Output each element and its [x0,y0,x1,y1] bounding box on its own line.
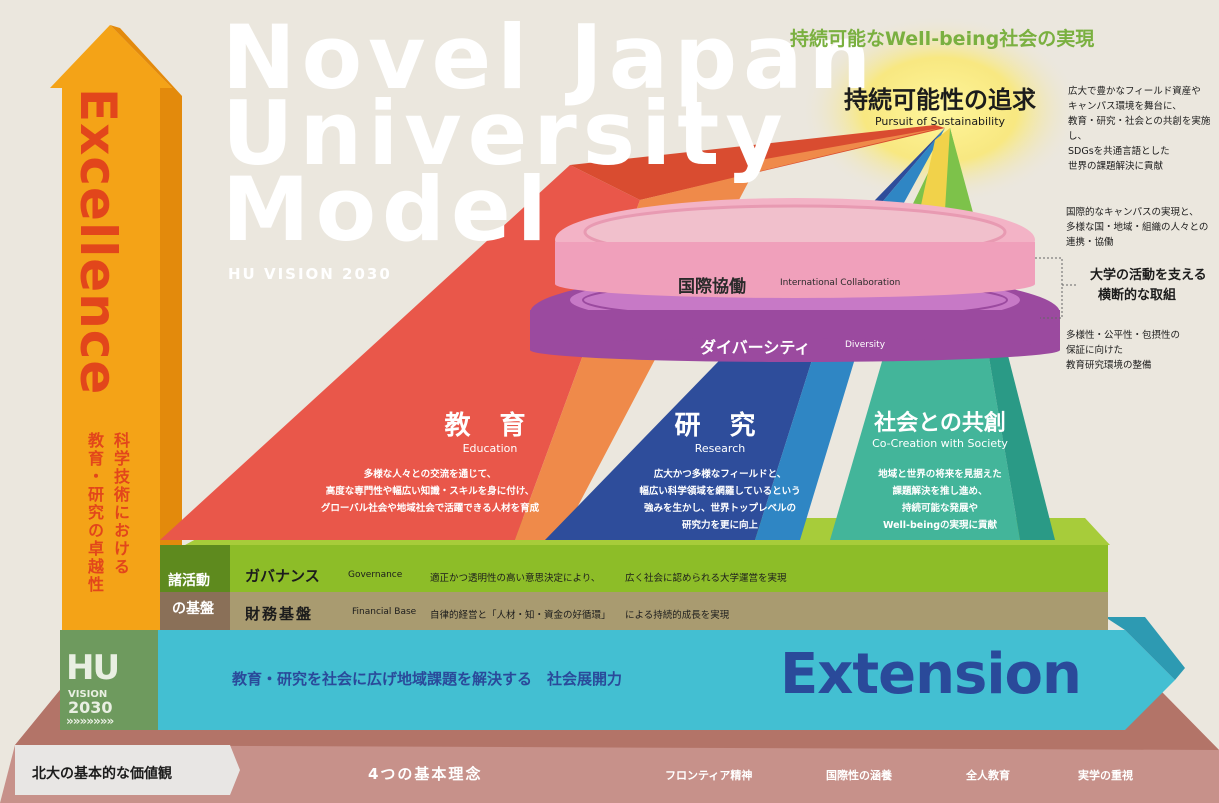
note-line: SDGsを共通言語とした [1068,146,1170,157]
intl-ring-label: 国際協働 [678,277,746,297]
finance-title: 財務基盤 [245,605,314,623]
sustainability-title: 持続可能性の追求 [844,86,1036,114]
note-line: 多様性・公平性・包摂性の [1066,330,1181,341]
logo-arrows: »»»»»»» [66,714,114,728]
cross-title-line: 大学の活動を支える [1090,268,1207,283]
research-pillar: 研 究 Research [620,405,820,455]
intl-ring-label-en: International Collaboration [780,278,901,288]
principles-label: 4つの基本理念 [368,765,483,783]
finance-band [160,592,1108,630]
governance-band [160,545,1108,592]
title-line-1: Novel Japan [222,6,878,109]
desc-line: 強みを生かし、世界トップレベルの [643,503,796,514]
diversity-note: 多様性・公平性・包摂性の 保証に向けた 教育研究環境の整備 [1066,328,1216,373]
hu-logo-block [60,630,158,730]
finance-label-bg [160,592,230,630]
intl-note: 国際的なキャンパスの実現と、 多様な国・地域・組織の人々との 連携・協働 [1066,205,1216,250]
title-line-3: Model [222,158,553,261]
finance-subtitle: Financial Base [352,607,417,617]
governance-title: ガバナンス [245,567,320,585]
finance-desc-2: による持続的成長を実現 [625,610,730,621]
foundation-label-bg [160,545,230,592]
desc-line: 地域と世界の将来を見据えた [878,469,1002,480]
excellence-arrow [50,25,172,630]
desc-line: 高度な専門性や幅広い知識・スキルを身に付け、 [325,486,535,497]
foundation-label-2: の基盤 [172,601,214,617]
subtitle: HU VISION 2030 [228,265,392,283]
note-line: 保証に向けた [1066,345,1124,356]
note-line: 国際的なキャンパスの実現と、 [1066,207,1199,218]
education-pillar: 教 育 Education [380,405,600,455]
cross-cutting-title: 大学の活動を支える 横断的な取組 [1090,266,1207,306]
diversity-ring-label-en: Diversity [845,340,886,350]
note-line: 広大で豊かなフィールド資産や [1068,86,1201,97]
top-right-goal: 持続可能なWell-being社会の実現 [790,28,1095,50]
governance-subtitle: Governance [348,570,403,580]
finance-desc-1: 自律的経営と「人材・知・資金の好循環」 [430,610,611,621]
desc-line: 研究力を更に向上 [681,520,758,531]
research-desc: 広大かつ多様なフィールドと、 幅広い科学領域を網羅しているという 強みを生かし、… [610,466,830,534]
desc-line: 持続可能な発展や [901,503,978,514]
logo-vision-wrap: VISION 2030 [68,688,113,717]
foundation-label-1: 諸活動 [168,573,210,589]
desc-line: 幅広い科学領域を網羅しているという [639,486,801,497]
ring-connector [1035,257,1063,319]
sustainability-note: 広大で豊かなフィールド資産や キャンパス環境を舞台に、 教育・研究・社会との共創… [1068,84,1218,174]
values-tab [15,745,240,795]
main-title: Novel Japan University Model [222,6,878,261]
note-line: 教育・研究・社会との共創を実施し、 [1068,116,1211,142]
education-beam-upper [570,125,945,200]
diversity-ring-label: ダイバーシティ [700,338,811,357]
extension-bar [158,630,1175,730]
note-line: キャンパス環境を舞台に、 [1068,101,1182,112]
desc-line: 多様な人々との交流を通じて、 [363,469,497,480]
desc-line: グローバル社会や地域社会で活躍できる人材を育成 [320,503,540,514]
cocreation-subtitle: Co-Creation with Society [872,437,1008,450]
excellence-label-wrap: Excellence [68,88,128,428]
principle-frontier: フロンティア精神 [665,769,753,782]
education-desc: 多様な人々との交流を通じて、 高度な専門性や幅広い知識・スキルを身に付け、 グロ… [270,466,590,517]
principle-international: 国際性の涵養 [826,769,892,782]
title-line-2: University [222,82,789,185]
research-subtitle: Research [694,442,746,455]
logo-year: 2030 [68,698,113,717]
excellence-label: Excellence [69,88,127,396]
cross-title-line: 横断的な取組 [1098,288,1177,303]
principle-practical: 実学の重視 [1078,769,1133,782]
excellence-desc-2: 教育・研究の卓越性 [85,432,104,594]
education-subtitle: Education [462,442,518,455]
values-label: 北大の基本的な価値観 [32,766,172,782]
desc-line: Well-beingの実現に貢献 [882,520,998,531]
sustainability-subtitle: Pursuit of Sustainability [874,115,1006,128]
sustainability-block: 持続可能性の追求 Pursuit of Sustainability [820,80,1060,128]
research-title: 研 究 [674,411,766,441]
cocreation-title: 社会との共創 [874,411,1006,436]
note-line: 多様な国・地域・組織の人々との [1066,222,1209,233]
education-beam [160,165,640,540]
note-line: 教育研究環境の整備 [1066,360,1152,371]
desc-line: 広大かつ多様なフィールドと、 [653,469,787,480]
cocreation-desc: 地域と世界の将来を見据えた 課題解決を推し進め、 持続可能な発展や Well-b… [845,466,1035,534]
note-line: 世界の課題解決に貢献 [1068,161,1164,172]
logo-hu: HU [66,648,120,688]
extension-label: Extension [780,642,1082,707]
logo-vision: VISION [68,689,108,700]
note-line: 連携・協働 [1066,237,1114,248]
desc-line: 課題解決を推し進め、 [892,486,988,497]
yellow-beam [920,128,950,210]
excellence-desc-1: 科学技術における [111,432,130,576]
principle-holistic: 全人教育 [966,769,1010,782]
education-title: 教 育 [444,411,536,441]
excellence-arrow-side [110,25,182,630]
sustainability-glow [800,15,1080,205]
cocreation-pillar: 社会との共創 Co-Creation with Society [845,405,1035,450]
hu-vision-logo: HU VISION 2030 »»»»»»» [66,648,156,728]
extension-bar-shade [1105,617,1185,680]
extension-desc: 教育・研究を社会に広げ地域課題を解決する 社会展開力 [232,670,623,688]
governance-desc-2: 広く社会に認められる大学運営を実現 [625,573,787,584]
governance-desc-1: 適正かつ透明性の高い意思決定により、 [430,573,601,584]
